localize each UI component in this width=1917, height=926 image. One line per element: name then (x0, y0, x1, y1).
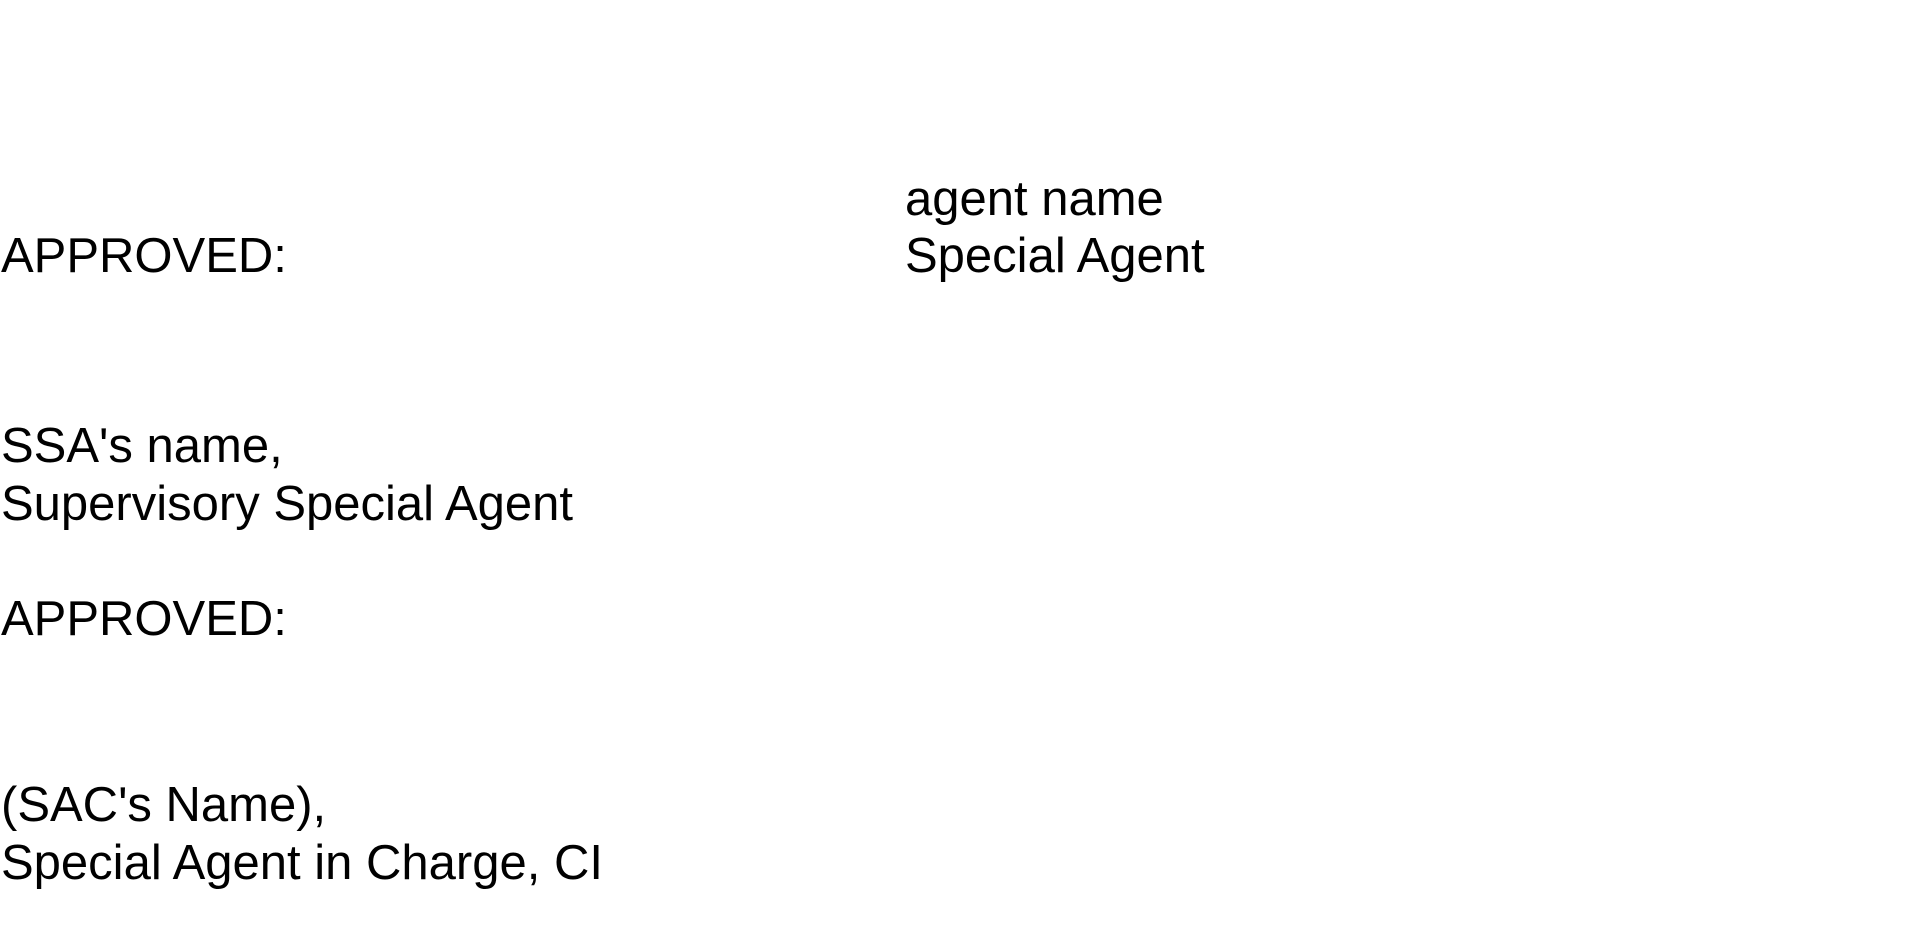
ssa-title: Supervisory Special Agent (1, 477, 573, 531)
agent-title: Special Agent (905, 229, 1205, 283)
approved-label-1: APPROVED: (1, 229, 287, 283)
sac-name: (SAC's Name), (1, 778, 327, 832)
approved-label-2: APPROVED: (1, 592, 287, 646)
sac-title: Special Agent in Charge, CI (1, 836, 603, 890)
ssa-name: SSA's name, (1, 419, 283, 473)
agent-name: agent name (905, 172, 1164, 226)
